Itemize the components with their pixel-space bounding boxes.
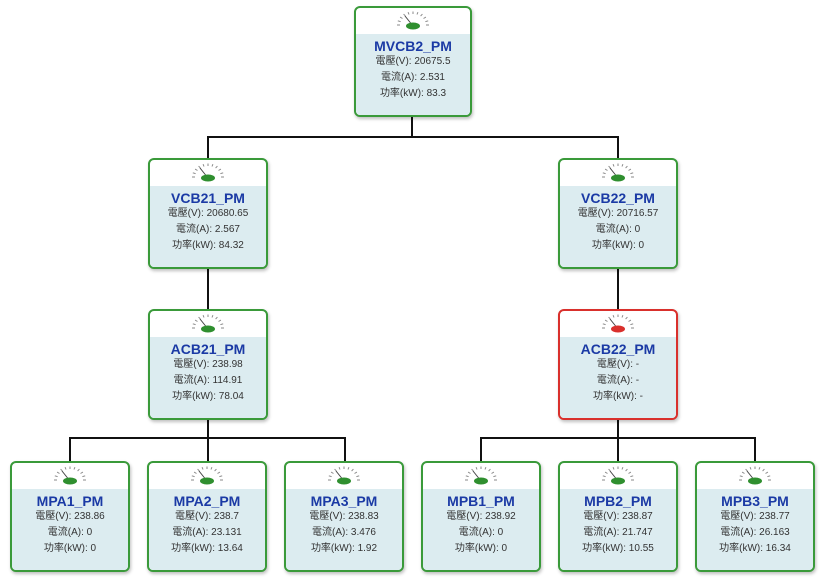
current-reading: 電流(A): 23.131	[172, 527, 242, 538]
current-reading: 電流(A): 0	[458, 527, 504, 538]
power-reading: 功率(kW): 0	[454, 543, 508, 554]
meter-gauge-icon	[397, 11, 429, 30]
node-name: MPB3_PM	[721, 493, 789, 509]
node-name: MPA1_PM	[36, 493, 104, 509]
node-info-panel: VCB22_PM 電壓(V): 20716.57 電流(A): 0 功率(kW): 0	[560, 186, 676, 267]
node-info-panel: MPB1_PM 電壓(V): 238.92 電流(A): 0 功率(kW): 0	[423, 489, 539, 570]
current-reading: 電流(A): 21.747	[583, 527, 653, 538]
gauge-area	[150, 160, 266, 186]
gauge-area	[12, 463, 128, 489]
node-name: VCB22_PM	[581, 190, 655, 206]
meter-gauge-icon	[602, 314, 634, 333]
gauge-area	[560, 311, 676, 337]
voltage-reading: 電壓(V): 238.92	[446, 511, 516, 522]
current-reading: 電流(A): 3.476	[312, 527, 376, 538]
node-info-panel: MPA1_PM 電壓(V): 238.86 電流(A): 0 功率(kW): 0	[12, 489, 128, 570]
node-name: VCB21_PM	[171, 190, 245, 206]
node-info-panel: MPB3_PM 電壓(V): 238.77 電流(A): 26.163 功率(kW):…	[697, 489, 813, 570]
voltage-reading: 電壓(V): 20675.5	[375, 56, 451, 67]
node-mpa2-pm[interactable]: MPA2_PM 電壓(V): 238.7 電流(A): 23.131 功率(kW): …	[147, 461, 267, 572]
gauge-area	[697, 463, 813, 489]
edge-mvcb2-vcb22	[411, 116, 619, 158]
edge-mvcb2-vcb21	[207, 116, 413, 158]
meter-gauge-icon	[192, 163, 224, 182]
voltage-reading: 電壓(V): 20716.57	[577, 208, 659, 219]
node-name: MPA3_PM	[310, 493, 378, 509]
node-mpb3-pm[interactable]: MPB3_PM 電壓(V): 238.77 電流(A): 26.163 功率(kW):…	[695, 461, 815, 572]
meter-gauge-icon	[739, 466, 771, 485]
gauge-area	[356, 8, 470, 34]
edge-acb22-mpb1	[480, 420, 619, 461]
voltage-reading: 電壓(V): 238.86	[35, 511, 105, 522]
gauge-area	[286, 463, 402, 489]
node-name: ACB21_PM	[170, 341, 246, 357]
current-reading: 電流(A): -	[596, 375, 640, 386]
current-reading: 電流(A): 0	[47, 527, 93, 538]
power-reading: 功率(kW): 16.34	[719, 543, 791, 554]
meter-gauge-icon	[54, 466, 86, 485]
voltage-reading: 電壓(V): 238.83	[309, 511, 379, 522]
node-acb21-pm[interactable]: ACB21_PM 電壓(V): 238.98 電流(A): 114.91 功率(kW)…	[148, 309, 268, 420]
edge-acb21-mpa1	[69, 420, 209, 461]
node-mpb1-pm[interactable]: MPB1_PM 電壓(V): 238.92 電流(A): 0 功率(kW): 0	[421, 461, 541, 572]
node-name: ACB22_PM	[580, 341, 656, 357]
voltage-reading: 電壓(V): -	[596, 359, 640, 370]
gauge-area	[560, 160, 676, 186]
meter-gauge-icon	[191, 466, 223, 485]
node-info-panel: MVCB2_PM 電壓(V): 20675.5 電流(A): 2.531 功率(kW)…	[356, 34, 470, 115]
meter-gauge-icon	[328, 466, 360, 485]
node-info-panel: MPA2_PM 電壓(V): 238.7 電流(A): 23.131 功率(kW): …	[149, 489, 265, 570]
node-info-panel: VCB21_PM 電壓(V): 20680.65 電流(A): 2.567 功率(kW…	[150, 186, 266, 267]
power-reading: 功率(kW): 13.64	[171, 543, 243, 554]
current-reading: 電流(A): 2.567	[176, 224, 240, 235]
meter-gauge-icon	[602, 466, 634, 485]
node-info-panel: MPA3_PM 電壓(V): 238.83 電流(A): 3.476 功率(kW): …	[286, 489, 402, 570]
current-reading: 電流(A): 114.91	[173, 375, 243, 386]
edge-acb22-mpb3	[618, 437, 756, 461]
gauge-area	[560, 463, 676, 489]
node-mpa1-pm[interactable]: MPA1_PM 電壓(V): 238.86 電流(A): 0 功率(kW): 0	[10, 461, 130, 572]
node-name: MPA2_PM	[173, 493, 241, 509]
node-name: MPB2_PM	[584, 493, 652, 509]
voltage-reading: 電壓(V): 238.98	[173, 359, 243, 370]
node-name: MVCB2_PM	[374, 38, 452, 54]
node-mpa3-pm[interactable]: MPA3_PM 電壓(V): 238.83 電流(A): 3.476 功率(kW): …	[284, 461, 404, 572]
node-vcb21-pm[interactable]: VCB21_PM 電壓(V): 20680.65 電流(A): 2.567 功率(kW…	[148, 158, 268, 269]
current-reading: 電流(A): 2.531	[381, 72, 445, 83]
node-name: MPB1_PM	[447, 493, 515, 509]
current-reading: 電流(A): 0	[595, 224, 641, 235]
meter-gauge-icon	[465, 466, 497, 485]
edge-acb21-mpa3	[208, 437, 346, 461]
power-reading: 功率(kW): 83.3	[379, 88, 447, 99]
power-reading: 功率(kW): 0	[591, 240, 645, 251]
node-vcb22-pm[interactable]: VCB22_PM 電壓(V): 20716.57 電流(A): 0 功率(kW): 0	[558, 158, 678, 269]
node-mpb2-pm[interactable]: MPB2_PM 電壓(V): 238.87 電流(A): 21.747 功率(kW):…	[558, 461, 678, 572]
voltage-reading: 電壓(V): 238.87	[583, 511, 653, 522]
meter-gauge-icon	[602, 163, 634, 182]
power-reading: 功率(kW): 78.04	[172, 391, 244, 402]
voltage-reading: 電壓(V): 20680.65	[167, 208, 249, 219]
node-mvcb2-pm[interactable]: MVCB2_PM 電壓(V): 20675.5 電流(A): 2.531 功率(kW)…	[354, 6, 472, 117]
gauge-area	[150, 311, 266, 337]
meter-gauge-icon	[192, 314, 224, 333]
power-reading: 功率(kW): 0	[43, 543, 97, 554]
node-info-panel: ACB21_PM 電壓(V): 238.98 電流(A): 114.91 功率(kW)…	[150, 337, 266, 418]
current-reading: 電流(A): 26.163	[720, 527, 790, 538]
gauge-area	[149, 463, 265, 489]
power-reading: 功率(kW): 1.92	[310, 543, 378, 554]
voltage-reading: 電壓(V): 238.7	[175, 511, 239, 522]
node-info-panel: MPB2_PM 電壓(V): 238.87 電流(A): 21.747 功率(kW):…	[560, 489, 676, 570]
power-reading: 功率(kW): 84.32	[172, 240, 244, 251]
power-reading: 功率(kW): -	[593, 391, 643, 402]
power-reading: 功率(kW): 10.55	[582, 543, 654, 554]
voltage-reading: 電壓(V): 238.77	[720, 511, 790, 522]
gauge-area	[423, 463, 539, 489]
node-acb22-pm[interactable]: ACB22_PM 電壓(V): - 電流(A): - 功率(kW): -	[558, 309, 678, 420]
node-info-panel: ACB22_PM 電壓(V): - 電流(A): - 功率(kW): -	[560, 337, 676, 418]
